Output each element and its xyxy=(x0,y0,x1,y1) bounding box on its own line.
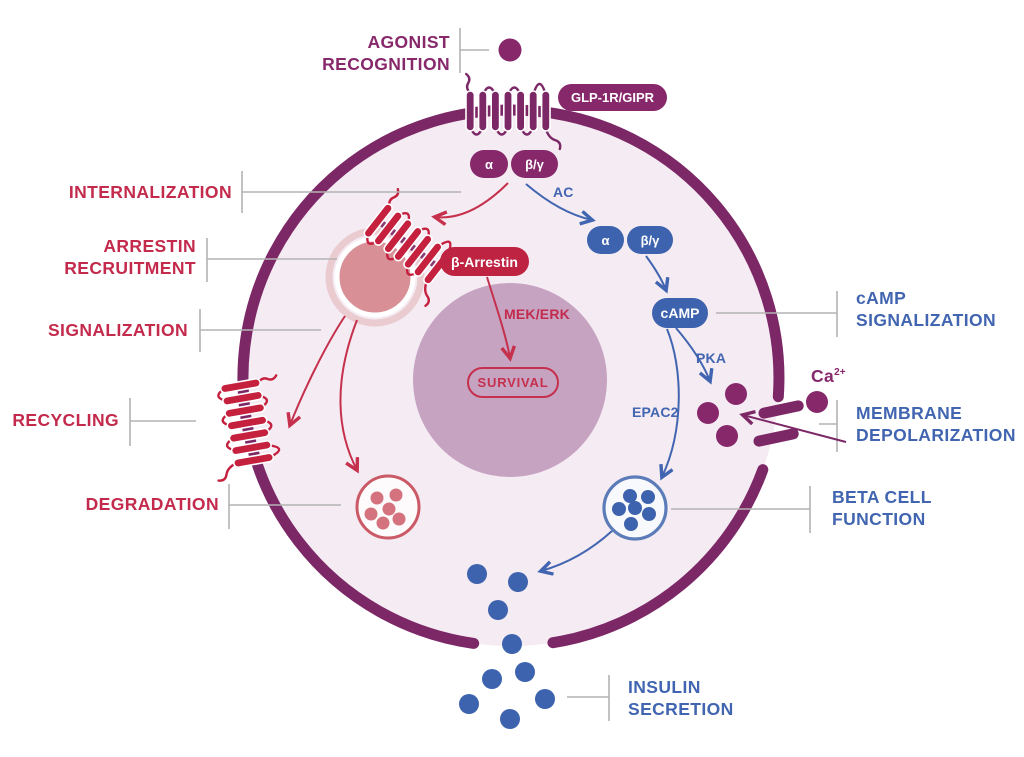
degradation-vesicle-icon xyxy=(355,474,421,540)
cell-membrane xyxy=(237,104,785,649)
g-betagamma-membrane-pill: β/γ xyxy=(511,150,558,178)
callout-lines xyxy=(129,28,838,721)
label-insulin-secretion: INSULIN SECRETION xyxy=(628,677,734,719)
receptor-name-pill: GLP-1R/GIPR xyxy=(558,84,667,111)
calcium-channel-icon xyxy=(753,400,804,447)
label-degradation: DEGRADATION xyxy=(85,494,219,514)
label-signalization: SIGNALIZATION xyxy=(47,320,188,340)
camp-arrow xyxy=(645,255,666,290)
ac-arrow xyxy=(525,183,592,220)
mek-erk-arrow xyxy=(486,276,510,358)
degradation-arrow xyxy=(339,319,357,470)
cell-membrane xyxy=(547,464,769,649)
calcium-ion-dot xyxy=(725,383,747,405)
label-internalization: INTERNALIZATION xyxy=(68,182,232,202)
label-membrane-depolarization: MEMBRANE DEPOLARIZATION xyxy=(856,403,1016,445)
pka-arrow xyxy=(675,327,710,381)
internalization-arrow xyxy=(435,182,509,217)
g-alpha-membrane-pill: α xyxy=(470,150,508,178)
g-betagamma-cytosol-pill: β/γ xyxy=(627,226,673,254)
label-epac2: EPAC2 xyxy=(632,404,679,420)
epac2-arrow xyxy=(662,328,680,477)
secretion-arrow xyxy=(541,530,613,571)
label-mek-erk: MEK/ERK xyxy=(504,306,570,322)
label-beta-cell-function: BETA CELL FUNCTION xyxy=(832,487,932,529)
calcium-ion-dot xyxy=(697,402,719,424)
label-recycling: RECYCLING xyxy=(12,410,119,430)
insulin-granule-dots xyxy=(459,564,555,729)
nucleus xyxy=(413,283,607,477)
calcium-ion-dot xyxy=(716,425,738,447)
label-pka: PKA xyxy=(696,350,727,366)
calcium-ion-dot xyxy=(806,391,828,413)
label-calcium-ion: Ca2+ xyxy=(811,366,846,386)
camp-pill: cAMP xyxy=(652,298,708,328)
label-camp-signalization: cAMP SIGNALIZATION xyxy=(856,288,997,330)
recycling-arrow xyxy=(290,315,346,425)
agonist-dot xyxy=(498,38,522,62)
label-agonist-recognition: AGONIST RECOGNITION xyxy=(322,32,450,74)
insulin-vesicle-icon xyxy=(602,475,668,541)
survival-pill: SURVIVAL xyxy=(467,367,559,398)
beta-arrestin-pill: β-Arrestin xyxy=(440,247,529,276)
g-alpha-cytosol-pill: α xyxy=(587,226,624,254)
label-ac: AC xyxy=(553,184,574,200)
label-arrestin-recruitment: ARRESTIN RECRUITMENT xyxy=(64,236,196,278)
calcium-influx-arrow xyxy=(743,415,847,443)
